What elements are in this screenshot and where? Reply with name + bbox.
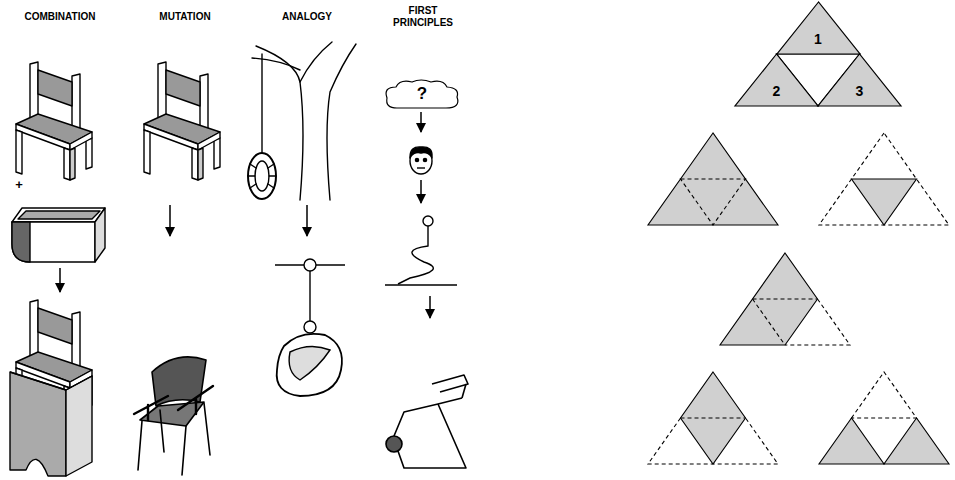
tube-chair-drawing — [386, 375, 468, 468]
arrow — [59, 268, 61, 292]
plus-sign: + — [11, 178, 27, 192]
question-mark: ? — [417, 84, 427, 104]
chair-drawing — [144, 62, 220, 180]
arrow — [420, 112, 422, 132]
spring-sketch-drawing — [385, 216, 457, 285]
numbered-triangle: 2 — [735, 54, 818, 106]
callout-number: 3 — [856, 83, 864, 99]
arrow — [429, 296, 431, 318]
arrow — [420, 180, 422, 203]
thought-cloud: ? — [383, 77, 461, 111]
tree-swing-drawing — [248, 42, 356, 200]
column-heading: COMBINATION — [10, 11, 110, 23]
column-heading: ANALOGY — [262, 11, 352, 23]
triangle-figure — [720, 253, 850, 345]
callout-number: 1 — [814, 31, 822, 47]
hanging-chair-drawing — [275, 259, 345, 396]
numbered-triangle: 1 — [777, 2, 860, 54]
bathtub-drawing — [12, 208, 105, 262]
triangle-figure — [648, 133, 778, 225]
triangle-figure — [819, 372, 949, 464]
column-heading: MUTATION — [140, 11, 230, 23]
numbered-triangle: 3 — [818, 54, 901, 106]
triangle-figure — [819, 133, 949, 225]
chair-drawing — [16, 62, 92, 180]
column-heading: FIRST PRINCIPLES — [386, 5, 460, 29]
combined-chair-drawing — [10, 300, 92, 476]
callout-number: 2 — [773, 83, 781, 99]
triangle-figure — [648, 372, 778, 464]
arrow — [306, 205, 308, 236]
arrow — [169, 205, 171, 236]
modern-chair-drawing — [134, 357, 213, 475]
face-drawing — [410, 147, 432, 174]
